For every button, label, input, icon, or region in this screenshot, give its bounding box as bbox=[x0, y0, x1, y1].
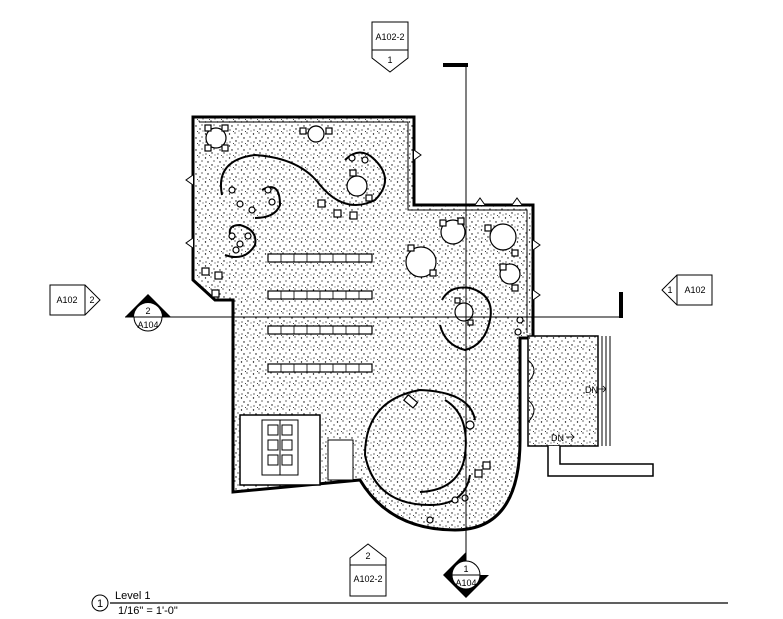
round-table bbox=[440, 219, 466, 245]
bookshelves bbox=[267, 253, 373, 373]
section-marker-left: 2 A104 bbox=[125, 294, 171, 332]
round-table bbox=[307, 125, 325, 143]
circle-reading-wall bbox=[439, 286, 492, 352]
round-table bbox=[489, 223, 517, 251]
stair-treads bbox=[597, 336, 611, 446]
elevation-sheet-label: A102 bbox=[56, 295, 77, 305]
section-sheet-label: A104 bbox=[455, 578, 476, 588]
serpentine-wall bbox=[220, 151, 386, 206]
spiral-wall bbox=[224, 223, 257, 258]
elevation-tag-right: 1 A102 bbox=[661, 274, 713, 306]
round-table bbox=[405, 246, 437, 278]
stair-dn-label-lower: DN bbox=[551, 433, 564, 443]
elevation-sheet-label: A102-2 bbox=[353, 574, 382, 584]
elevation-number-label: 2 bbox=[365, 551, 370, 561]
section-number-label: 2 bbox=[145, 306, 150, 316]
round-table bbox=[205, 127, 227, 149]
entry-doors bbox=[527, 359, 535, 423]
round-table bbox=[454, 302, 474, 322]
storytime-round-wall bbox=[363, 388, 476, 507]
storytime-inner-wall bbox=[419, 399, 467, 493]
view-number: 1 bbox=[97, 598, 103, 610]
view-name: Level 1 bbox=[115, 590, 150, 602]
round-table bbox=[346, 175, 368, 197]
section-sheet-label: A104 bbox=[137, 320, 158, 330]
elevation-tag-top: A102-2 1 bbox=[371, 21, 409, 73]
elevation-sheet-label: A102-2 bbox=[375, 32, 404, 42]
elevation-number-label: 1 bbox=[387, 55, 392, 65]
elevation-number-label: 2 bbox=[89, 295, 94, 305]
window-markers bbox=[185, 149, 541, 301]
stair-dn-label-upper: DN bbox=[585, 385, 598, 395]
elevation-tag-bottom: 2 A102-2 bbox=[349, 543, 387, 597]
seat-circles bbox=[228, 154, 524, 524]
elevation-number-label: 1 bbox=[667, 285, 672, 295]
curved-seating-walls bbox=[220, 151, 492, 507]
restroom-block bbox=[239, 414, 354, 486]
section-marker-bottom: 1 A104 bbox=[443, 552, 489, 598]
elevation-tag-left: A102 2 bbox=[49, 284, 101, 316]
inner-wall-line bbox=[199, 121, 528, 333]
exterior-ramp bbox=[547, 446, 654, 477]
view-title: 1 Level 1 1/16" = 1'-0" bbox=[91, 590, 728, 617]
janitor-closet bbox=[327, 439, 354, 481]
furniture bbox=[185, 124, 541, 524]
toilet-fixtures bbox=[267, 420, 293, 475]
elevation-sheet-label: A102 bbox=[684, 285, 705, 295]
chairs bbox=[201, 124, 519, 478]
section-lines bbox=[125, 63, 623, 596]
section-number-label: 1 bbox=[463, 564, 468, 574]
view-scale: 1/16" = 1'-0" bbox=[118, 605, 178, 617]
hook-wall bbox=[254, 186, 282, 219]
stair-labels: DN DN bbox=[551, 385, 607, 443]
stair-area bbox=[527, 335, 599, 447]
